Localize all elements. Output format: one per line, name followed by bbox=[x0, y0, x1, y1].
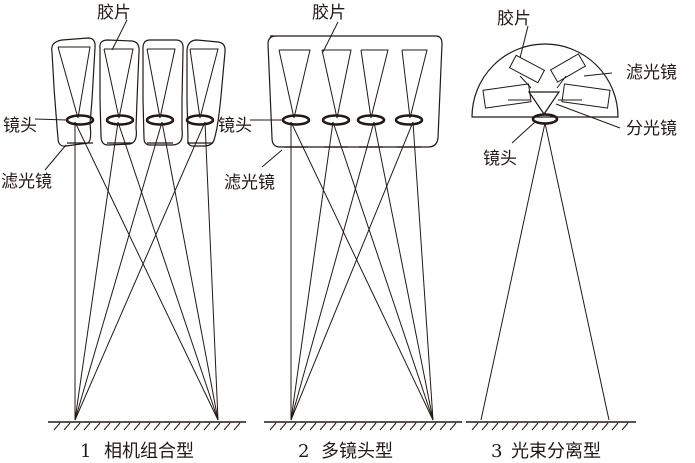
lenses-1 bbox=[65, 114, 215, 126]
ground-2 bbox=[264, 421, 462, 431]
camera-body-1d bbox=[186, 39, 226, 147]
camera-body-3 bbox=[471, 43, 619, 118]
camera-bodies-1 bbox=[51, 37, 226, 147]
lens-2d bbox=[394, 114, 424, 126]
lens-2b bbox=[321, 114, 351, 126]
panel-multi-lens: 胶片 镜头 滤光镜 2 多镜头型 bbox=[218, 3, 462, 462]
caption-title-2: 多镜头型 bbox=[321, 441, 393, 462]
caption-number-2: 2 bbox=[298, 441, 309, 462]
film-box-left bbox=[482, 83, 532, 109]
label-filter-2: 滤光镜 bbox=[224, 173, 275, 193]
label-film-2: 胶片 bbox=[312, 3, 346, 23]
cone-2c bbox=[360, 49, 389, 119]
panel-beam-splitting: 胶片 滤光镜 分光镜 镜头 3 光束分离型 bbox=[466, 9, 677, 462]
leaders-1 bbox=[34, 19, 128, 171]
label-lens-3: 镜头 bbox=[483, 149, 517, 169]
panel-camera-combination: 胶片 镜头 滤光镜 1 相机组合型 bbox=[1, 3, 246, 462]
label-filter-1: 滤光镜 bbox=[1, 172, 52, 192]
beam-splitter bbox=[527, 91, 561, 116]
exposure-cones-1 bbox=[57, 46, 219, 119]
cone-2b bbox=[321, 49, 352, 119]
cone-1d bbox=[189, 48, 219, 119]
lens-1d bbox=[185, 114, 215, 126]
lenses-2 bbox=[281, 114, 424, 126]
camera-body-2 bbox=[267, 35, 443, 148]
light-rays-1 bbox=[74, 121, 219, 421]
exposure-cones-2 bbox=[278, 49, 428, 119]
cone-1a bbox=[57, 46, 91, 119]
label-splitter-3: 分光镜 bbox=[626, 119, 677, 139]
cone-2d bbox=[401, 49, 428, 119]
lens-1a bbox=[65, 114, 95, 126]
lens-3 bbox=[531, 113, 559, 125]
caption-title-1: 相机组合型 bbox=[104, 441, 194, 462]
light-rays-2 bbox=[290, 121, 434, 421]
lens-2a bbox=[281, 114, 311, 126]
camera-body-1c bbox=[142, 39, 184, 146]
caption-number-1: 1 bbox=[80, 441, 91, 462]
lens-1c bbox=[145, 114, 175, 126]
leaders-3 bbox=[511, 25, 621, 144]
label-film-3: 胶片 bbox=[497, 9, 531, 29]
leaders-2 bbox=[250, 21, 339, 168]
film-boxes-3 bbox=[482, 53, 611, 109]
caption-number-3: 3 bbox=[491, 441, 502, 462]
cone-1c bbox=[146, 48, 176, 119]
cone-2a bbox=[278, 49, 311, 119]
light-rays-3 bbox=[480, 122, 610, 421]
splitter-3 bbox=[508, 75, 582, 116]
label-lens-1: 镜头 bbox=[3, 116, 37, 136]
lens-2c bbox=[356, 114, 386, 126]
film-box-upper-left bbox=[508, 54, 546, 84]
cone-1b bbox=[103, 48, 134, 119]
label-lens-2: 镜头 bbox=[218, 116, 252, 136]
film-box-upper-right bbox=[549, 53, 587, 83]
ground-1 bbox=[48, 421, 246, 431]
film-box-right bbox=[561, 83, 611, 109]
ground-3 bbox=[466, 421, 636, 431]
camera-body-1b bbox=[99, 39, 140, 146]
lens-1b bbox=[105, 114, 135, 126]
label-film-1: 胶片 bbox=[97, 3, 131, 23]
label-filter-3: 滤光镜 bbox=[626, 63, 677, 83]
caption-title-3: 光束分离型 bbox=[511, 441, 601, 462]
